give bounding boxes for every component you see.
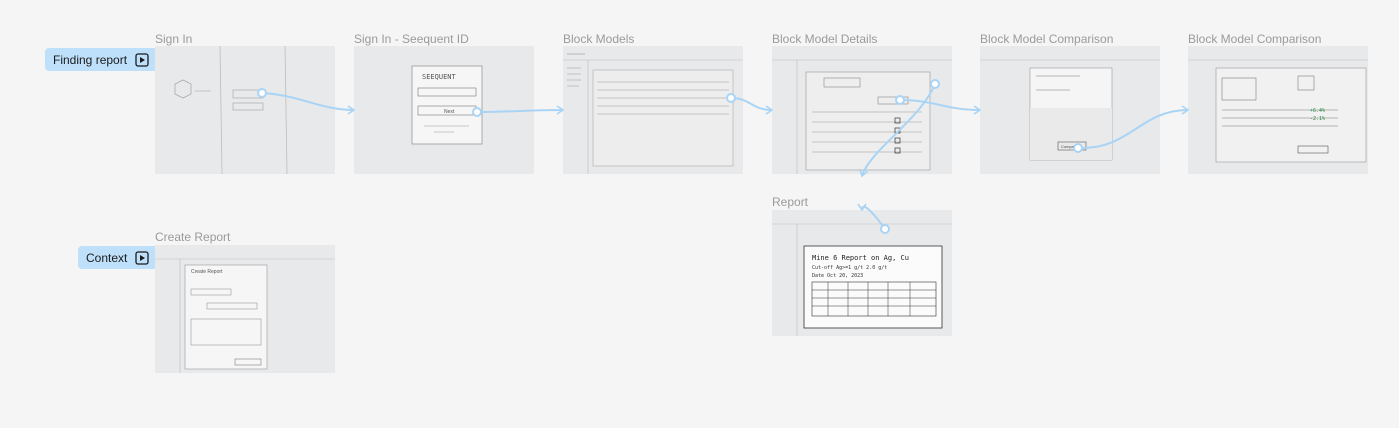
sketch-block-model-comparison: Compare: [980, 46, 1160, 174]
frame-report[interactable]: Mine 6 Report on Ag, Cu Cut-off Ag>=1 g/…: [772, 210, 952, 336]
svg-text:+6.4%: +6.4%: [1310, 108, 1325, 114]
sketch-report: Mine 6 Report on Ag, Cu Cut-off Ag>=1 g/…: [772, 210, 952, 336]
frame-sign-in-seequent[interactable]: SEEQUENT Next: [354, 46, 534, 174]
frame-title-create-report: Create Report: [155, 230, 231, 244]
flow-label: Finding report: [53, 52, 128, 67]
frame-block-model-comparison-result[interactable]: +6.4% -2.1%: [1188, 46, 1368, 174]
report-cutoff: Cut-off Ag>=1 g/t 2.0 g/t: [812, 265, 887, 271]
play-flow-icon: [135, 250, 150, 265]
frame-block-model-comparison[interactable]: Compare: [980, 46, 1160, 174]
frame-title-sign-in-seequent: Sign In - Seequent ID: [354, 32, 469, 46]
frame-title-report: Report: [772, 195, 809, 209]
sketch-block-model-details: [772, 46, 952, 174]
seequent-logo-text: SEEQUENT: [422, 73, 457, 81]
svg-text:-2.1%: -2.1%: [1310, 116, 1325, 122]
sketch-sign-in: [155, 46, 335, 174]
frame-title-block-model-details: Block Model Details: [772, 32, 878, 46]
play-flow-icon: [135, 52, 149, 67]
report-title: Mine 6 Report on Ag, Cu: [812, 254, 909, 262]
frame-title-sign-in: Sign In: [155, 32, 193, 46]
flow-label: Context: [86, 250, 128, 265]
flow-context-button[interactable]: Context: [78, 246, 158, 269]
frame-create-report[interactable]: Create Report: [155, 245, 335, 373]
create-report-sketch-title: Create Report: [191, 269, 223, 275]
report-date: Date Oct 20, 2023: [812, 273, 863, 279]
frame-title-block-model-comparison: Block Model Comparison: [980, 32, 1114, 46]
frame-sign-in[interactable]: [155, 46, 335, 174]
frame-title-block-models: Block Models: [563, 32, 635, 46]
compare-label: Compare: [1061, 144, 1078, 149]
flow-finding-report-button[interactable]: Finding report: [45, 48, 158, 71]
frame-block-model-details[interactable]: [772, 46, 952, 174]
frame-block-models[interactable]: [563, 46, 743, 174]
sketch-create-report: Create Report: [155, 245, 335, 373]
frame-title-block-model-comparison-2: Block Model Comparison: [1188, 32, 1322, 46]
next-label: Next: [444, 109, 455, 115]
sketch-seequent-id: SEEQUENT Next: [354, 46, 534, 174]
sketch-comparison-result: +6.4% -2.1%: [1188, 46, 1368, 174]
sketch-block-models: [563, 46, 743, 174]
